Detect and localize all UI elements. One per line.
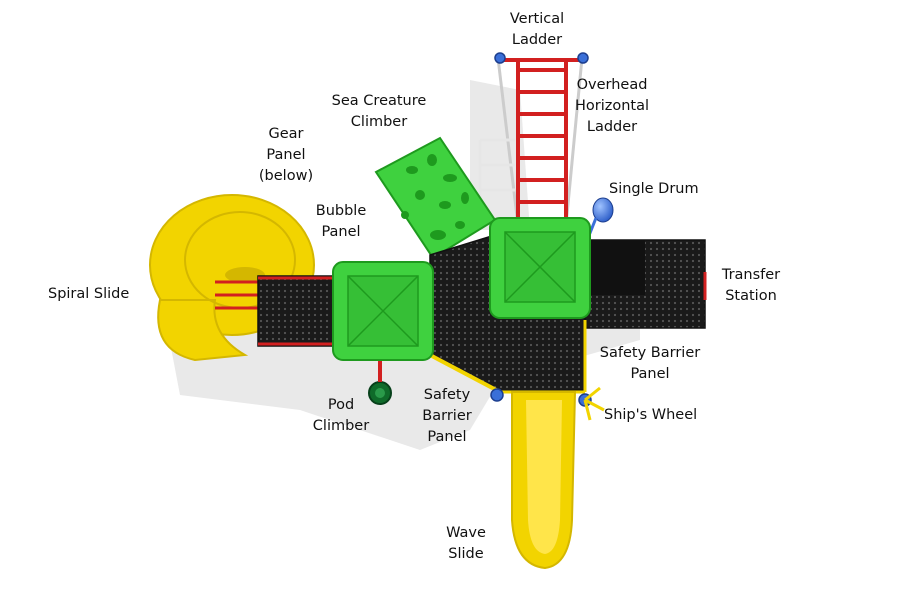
label-safety-barrier-panel-right: Safety Barrier Panel [599,345,701,382]
label-vertical-ladder: Vertical Ladder [509,11,565,48]
label-gear-panel: Gear Panel (below) [258,126,314,184]
ships-wheel [490,386,605,421]
label-wave-slide: Wave Slide [446,525,486,562]
label-spiral-slide: Spiral Slide [48,286,130,302]
label-bubble-panel: Bubble Panel [315,203,367,240]
overhead-horizontal-ladder [478,57,584,226]
single-drum [586,197,614,239]
roof-right [489,217,591,319]
wave-slide [511,391,577,570]
label-single-drum: Single Drum [609,181,699,197]
label-transfer-station: Transfer Station [721,267,781,304]
roof-left [332,261,434,361]
label-overhead-horizontal-ladder: Overhead Horizontal Ladder [574,77,650,135]
label-safety-barrier-panel-center: Safety Barrier Panel [422,387,472,445]
label-ships-wheel: Ship's Wheel [604,407,698,423]
pod-climber [368,360,392,405]
bridge [257,275,339,347]
vertical-ladder [494,52,589,64]
label-pod-climber: Pod Climber [312,397,370,434]
label-sea-creature-climber: Sea Creature Climber [331,93,427,130]
transfer-station [584,239,707,329]
